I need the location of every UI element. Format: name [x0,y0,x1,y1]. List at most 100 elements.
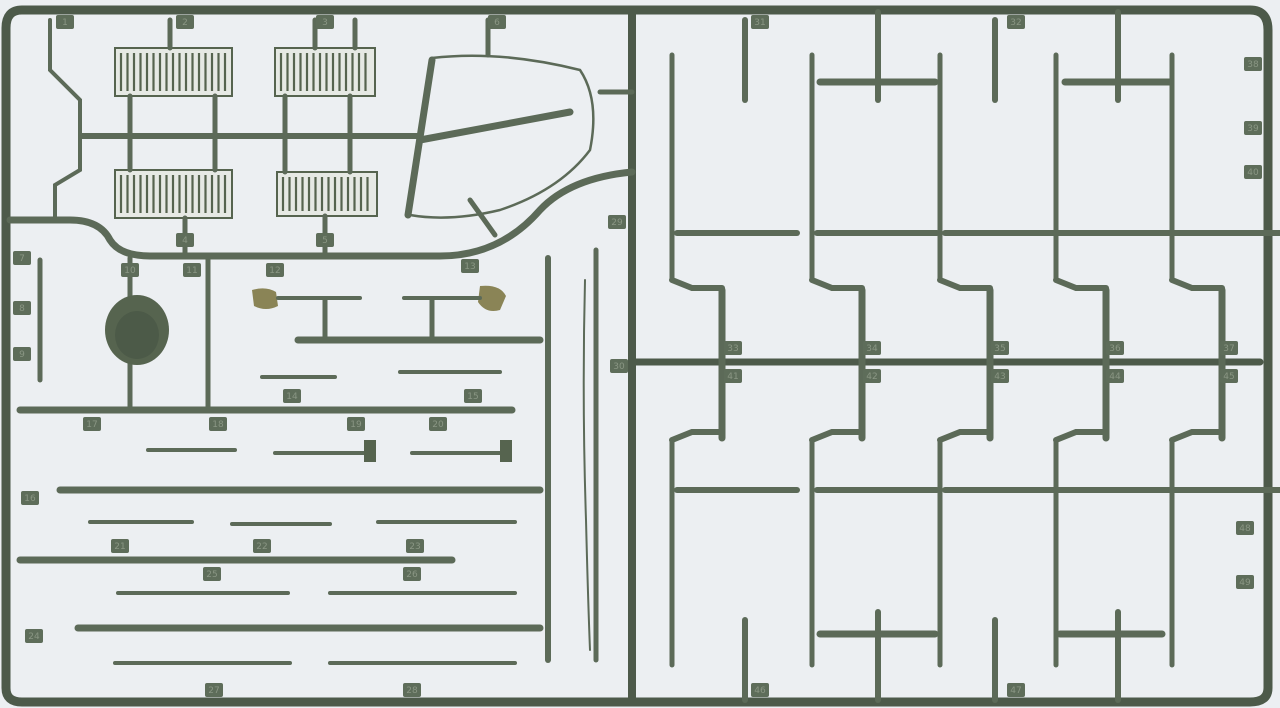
part-number-tab: 49 [1236,575,1254,589]
shovel-1 [252,288,362,309]
part-number-tab: 11 [183,263,201,277]
part-number-label: 12 [269,266,280,276]
part-number-tab: 46 [751,683,769,697]
part-number-tab: 12 [266,263,284,277]
part-number-label: 9 [19,350,25,360]
part-number-label: 5 [322,236,328,246]
helmet [105,295,169,365]
part-number-tab: 27 [205,683,223,697]
part-number-label: 28 [406,686,418,696]
part-number-tab: 9 [13,347,31,361]
part-number-label: 19 [350,420,362,430]
part-number-tab: 10 [121,263,139,277]
part-number-label: 1 [62,18,68,28]
part-number-label: 21 [114,542,125,552]
part-number-tab: 20 [429,417,447,431]
part-number-label: 18 [212,420,224,430]
part-number-tab: 7 [13,251,31,265]
part-number-tab: 35 [991,341,1009,355]
part-number-label: 44 [1109,372,1121,382]
part-number-label: 39 [1247,124,1259,134]
part-number-tab: 45 [1220,369,1238,383]
part-number-tab: 43 [991,369,1009,383]
part-number-label: 13 [464,262,475,272]
part-number-label: 43 [994,372,1005,382]
part-number-label: 26 [406,570,418,580]
part-number-label: 23 [409,542,420,552]
part-number-label: 20 [432,420,444,430]
part-number-tab: 40 [1244,165,1262,179]
part-number-tab: 1 [56,15,74,29]
part-number-label: 25 [206,570,217,580]
part-number-label: 17 [86,420,97,430]
part-number-tab: 42 [863,369,881,383]
part-number-tab: 48 [1236,521,1254,535]
part-number-tab: 31 [751,15,769,29]
part-number-label: 7 [19,254,25,264]
part-number-tab: 3 [316,15,334,29]
part-number-label: 29 [611,218,623,228]
part-number-label: 8 [19,304,25,314]
part-number-tab: 25 [203,567,221,581]
part-number-label: 27 [208,686,219,696]
axe-1 [273,440,376,462]
part-number-tab: 41 [724,369,742,383]
part-number-tab: 17 [83,417,101,431]
part-number-label: 33 [727,344,738,354]
part-number-tab: 13 [461,259,479,273]
part-number-label: 46 [754,686,766,696]
part-number-label: 4 [182,236,188,246]
part-number-label: 38 [1247,60,1259,70]
part-number-tab: 44 [1106,369,1124,383]
part-number-tab: 15 [464,389,482,403]
part-number-label: 10 [124,266,136,276]
part-number-tab: 39 [1244,121,1262,135]
part-number-label: 41 [727,372,738,382]
shovel-2 [402,285,506,311]
part-number-label: 3 [322,18,328,28]
part-number-tab: 14 [283,389,301,403]
part-number-label: 47 [1010,686,1021,696]
part-number-label: 14 [286,392,298,402]
part-number-label: 11 [186,266,197,276]
part-number-label: 15 [467,392,478,402]
part-number-label: 30 [613,362,625,372]
part-number-tab: 5 [316,233,334,247]
part-number-label: 42 [866,372,877,382]
part-number-tab: 4 [176,233,194,247]
part-number-tab: 21 [111,539,129,553]
part-number-tab: 34 [863,341,881,355]
part-number-tab: 18 [209,417,227,431]
part-number-label: 36 [1109,344,1121,354]
part-number-label: 49 [1239,578,1251,588]
part-number-tab: 33 [724,341,742,355]
part-number-tab: 8 [13,301,31,315]
part-number-tab: 29 [608,215,626,229]
part-number-tab: 32 [1007,15,1025,29]
part-number-tab: 26 [403,567,421,581]
part-number-label: 37 [1223,344,1234,354]
part-number-label: 35 [994,344,1005,354]
part-number-label: 34 [866,344,878,354]
part-number-tab: 37 [1220,341,1238,355]
part-number-label: 32 [1010,18,1021,28]
part-number-label: 45 [1223,372,1234,382]
part-number-label: 6 [494,18,500,28]
part-number-label: 24 [28,632,40,642]
part-number-tab: 22 [253,539,271,553]
part-number-tab: 19 [347,417,365,431]
axe-2 [410,440,512,462]
part-number-label: 22 [256,542,267,552]
part-number-tab: 6 [488,15,506,29]
part-number-label: 48 [1239,524,1251,534]
part-number-tab: 23 [406,539,424,553]
part-number-tab: 28 [403,683,421,697]
part-number-tab: 30 [610,359,628,373]
part-number-tab: 24 [25,629,43,643]
part-number-tab: 2 [176,15,194,29]
part-number-label: 40 [1247,168,1259,178]
part-number-tab: 36 [1106,341,1124,355]
part-number-tab: 16 [21,491,39,505]
part-number-tab: 38 [1244,57,1262,71]
